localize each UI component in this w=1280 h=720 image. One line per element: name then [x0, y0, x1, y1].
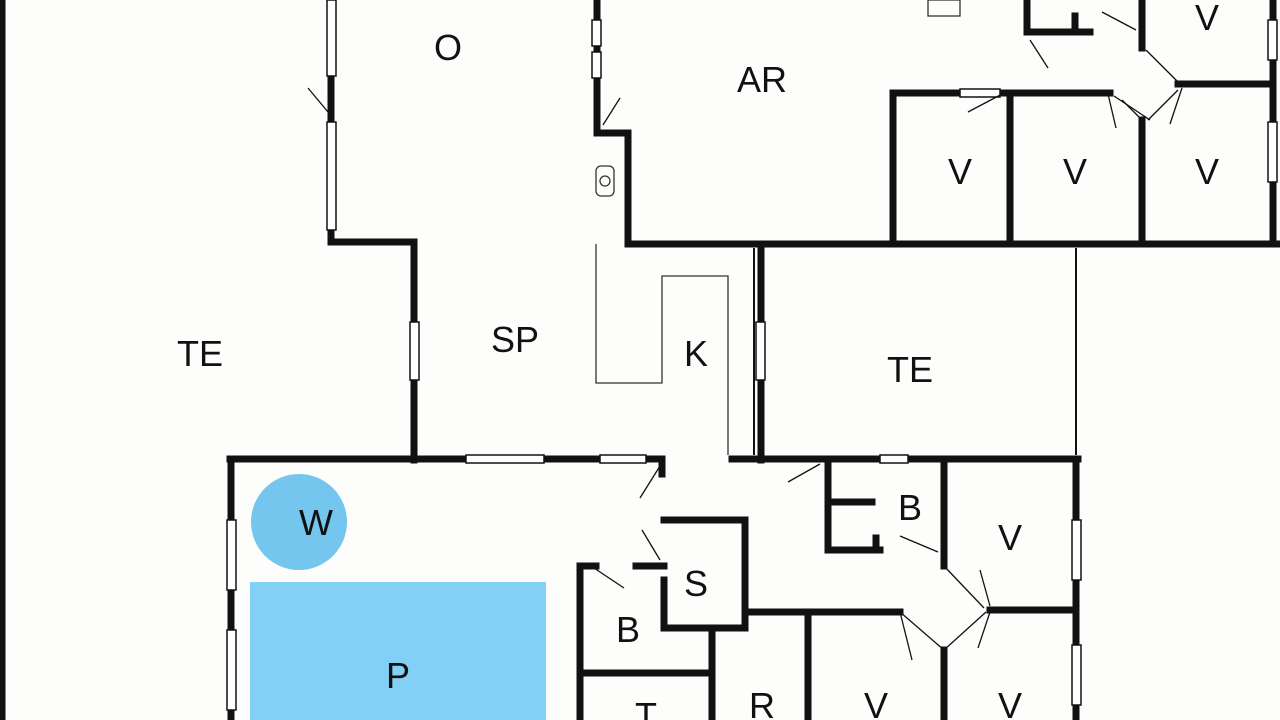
room-label-v: V — [998, 517, 1022, 558]
room-label-b: B — [898, 487, 922, 528]
room-label-o: O — [434, 27, 462, 68]
room-labels: O AR V V V V TE SP K TE W B V S B P T R … — [177, 0, 1219, 720]
room-label-b: B — [616, 609, 640, 650]
room-label-p: P — [386, 655, 410, 696]
room-label-w: W — [299, 502, 333, 543]
room-label-te: TE — [177, 333, 223, 374]
room-label-v: V — [948, 151, 972, 192]
room-label-r: R — [749, 685, 775, 720]
windows — [226, 0, 1278, 711]
room-label-v: V — [1195, 0, 1219, 38]
room-label-t: T — [635, 695, 657, 720]
room-label-v: V — [1195, 151, 1219, 192]
room-label-k: K — [684, 333, 708, 374]
room-label-te: TE — [887, 349, 933, 390]
fixtures — [595, 0, 961, 455]
whirlpool — [251, 474, 347, 570]
pool — [250, 582, 546, 720]
room-label-sp: SP — [491, 319, 539, 360]
doors — [307, 11, 1183, 661]
room-label-s: S — [684, 563, 708, 604]
room-label-ar: AR — [737, 59, 787, 100]
room-label-v: V — [864, 685, 888, 720]
room-label-v: V — [998, 685, 1022, 720]
room-label-v: V — [1063, 151, 1087, 192]
